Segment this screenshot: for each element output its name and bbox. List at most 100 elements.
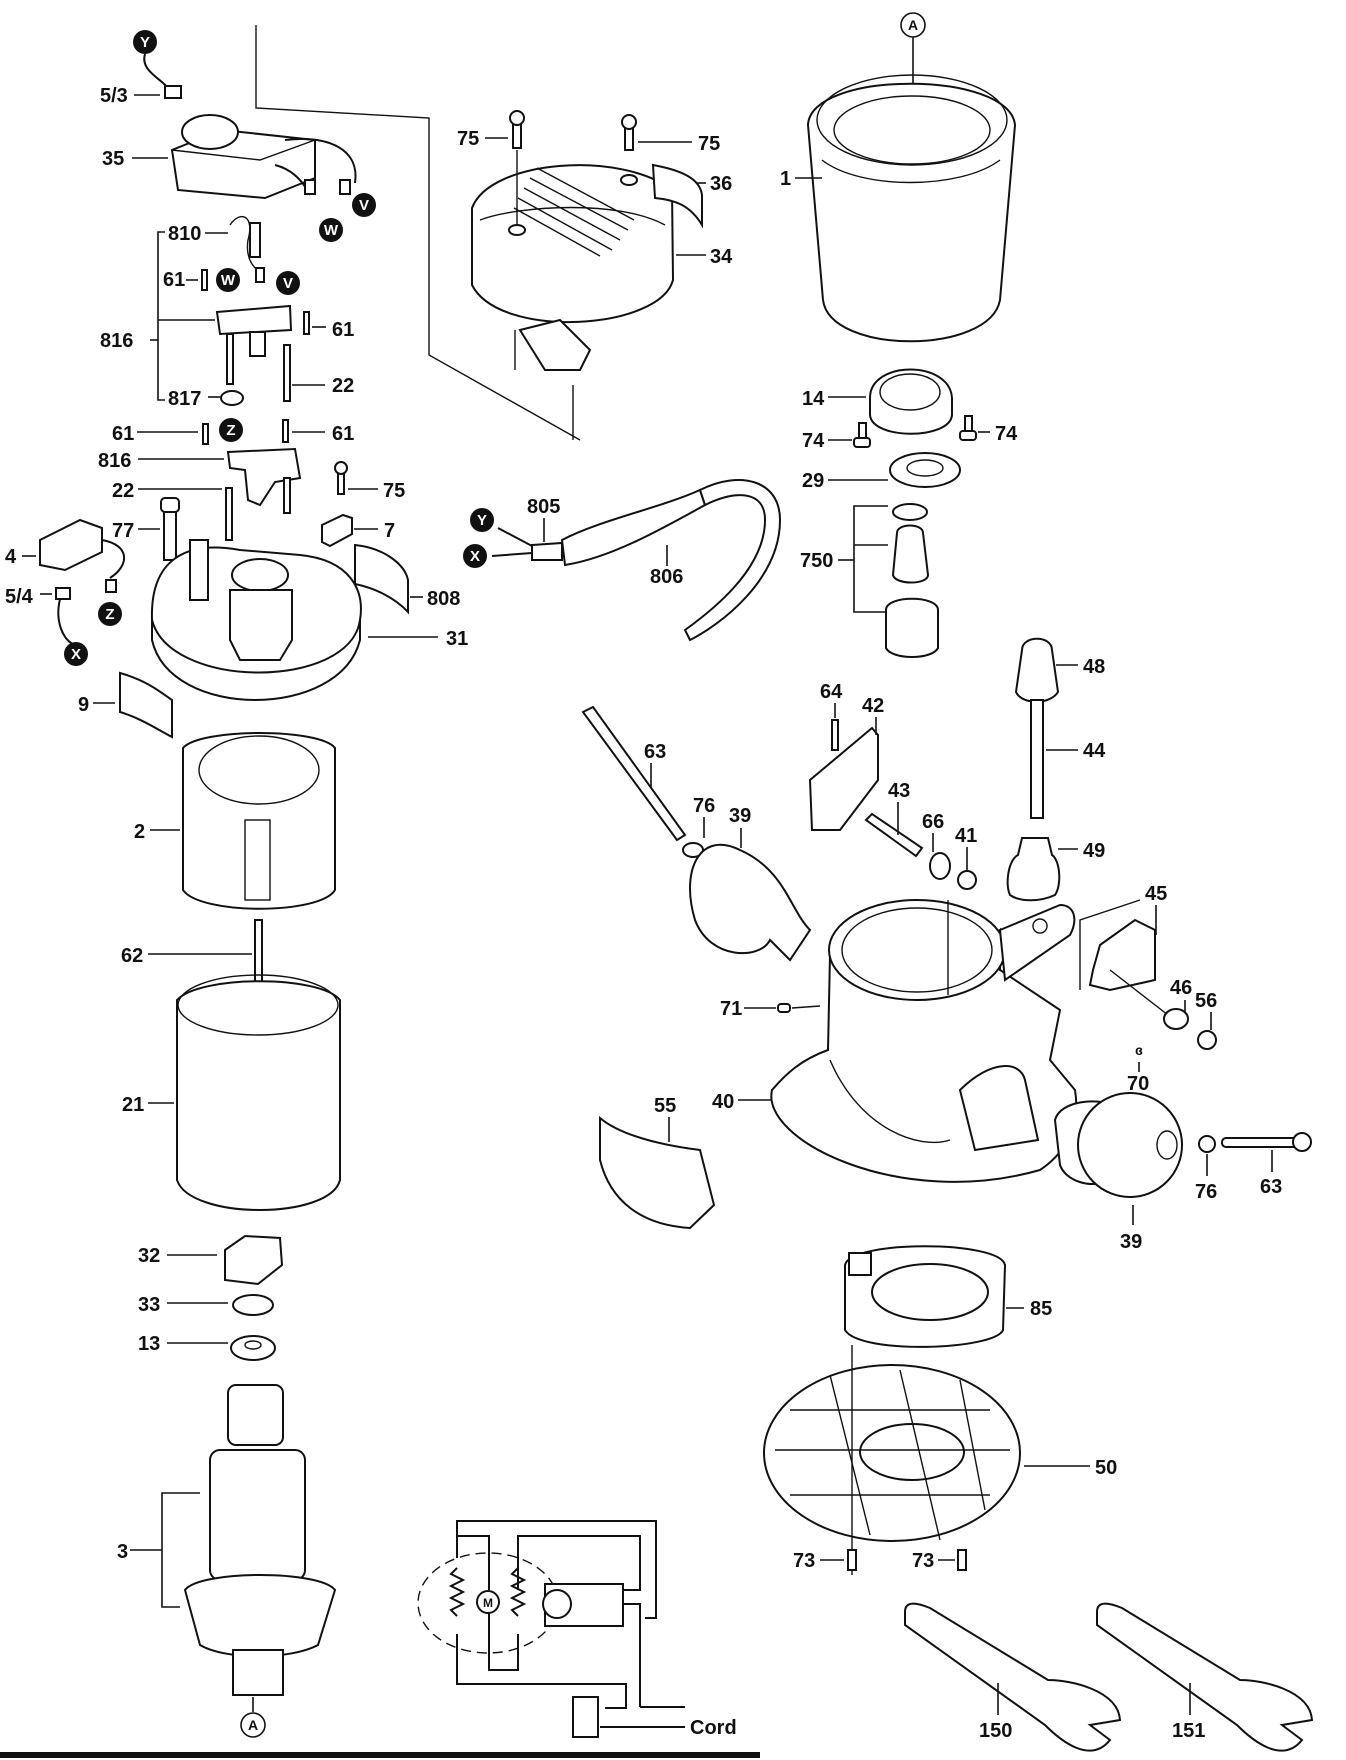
label-5-3: 5/3 — [100, 85, 128, 107]
collet-nut — [885, 597, 939, 658]
label-75-a: 75 — [457, 128, 479, 150]
pin-71 — [777, 1003, 791, 1013]
connector-z-badge: Z — [219, 418, 243, 442]
label-71: 71 — [720, 998, 742, 1020]
label-151: 151 — [1172, 1720, 1205, 1742]
vent-grille — [513, 167, 635, 257]
label-33: 33 — [138, 1294, 160, 1316]
motor-housing-31 — [150, 539, 362, 701]
svg-text:Z: Z — [226, 422, 235, 439]
knob-48 — [1014, 637, 1060, 703]
label-46: 46 — [1170, 977, 1192, 999]
label-43: 43 — [888, 780, 910, 802]
clamp-7 — [321, 513, 353, 548]
label-76-b: 76 — [1195, 1181, 1217, 1203]
connector-x-badge: X — [64, 642, 88, 666]
reference-a-bottom: A — [240, 1712, 266, 1738]
wrench-150 — [904, 1602, 1122, 1752]
o-ring-33 — [232, 1294, 274, 1316]
label-64: 64 — [820, 681, 843, 703]
label-74-b: 74 — [995, 423, 1018, 445]
svg-text:W: W — [221, 272, 236, 289]
depth-ring-85 — [844, 1245, 1007, 1348]
label-61-a: 61 — [163, 269, 185, 291]
screw-61-a — [201, 269, 208, 291]
label-31: 31 — [446, 628, 468, 650]
wiring-schematic: M — [417, 1520, 685, 1738]
terminal-5-3 — [164, 85, 182, 99]
chip-shield-55 — [599, 1115, 716, 1230]
label-1: 1 — [780, 168, 791, 190]
label-75-c: 75 — [383, 480, 405, 502]
svg-text:Y: Y — [477, 512, 487, 529]
label-22-b: 22 — [112, 480, 134, 502]
label-2: 2 — [134, 821, 145, 843]
glyph-70: ɞ — [1135, 1042, 1143, 1058]
label-63-a: 63 — [644, 741, 666, 763]
bottom-border — [0, 1752, 760, 1758]
label-75-b: 75 — [698, 133, 720, 155]
field-stator-2 — [182, 732, 336, 910]
motor-symbol: M — [483, 1596, 493, 1610]
connector-z-badge-2: Z — [98, 602, 122, 626]
label-808: 808 — [427, 588, 460, 610]
label-5-4: 5/4 — [5, 586, 34, 608]
svg-text:A: A — [248, 1717, 258, 1733]
pin-22-a — [283, 344, 291, 402]
label-62: 62 — [121, 945, 143, 967]
label-150: 150 — [979, 1720, 1012, 1742]
label-750: 750 — [800, 550, 833, 572]
label-14: 14 — [802, 388, 825, 410]
label-70: 70 — [1127, 1073, 1149, 1095]
label-77: 77 — [112, 520, 134, 542]
label-35: 35 — [102, 148, 124, 170]
cord-guard-806 — [560, 488, 707, 567]
bearing-cap-32 — [224, 1234, 284, 1286]
label-13: 13 — [138, 1333, 160, 1355]
label-73-b: 73 — [912, 1550, 934, 1572]
handle-39-right — [1053, 1092, 1183, 1198]
cap-56 — [1197, 1030, 1217, 1050]
bracket-45 — [1088, 918, 1156, 992]
label-56: 56 — [1195, 990, 1217, 1012]
brush-holder-816-top — [215, 304, 293, 385]
label-36: 36 — [710, 173, 732, 195]
washer-66 — [929, 852, 951, 880]
label-66: 66 — [922, 811, 944, 833]
washer-76-b — [1198, 1135, 1216, 1153]
label-39-b: 39 — [1120, 1231, 1142, 1253]
threaded-rod-44 — [1030, 699, 1044, 819]
nut-29 — [889, 452, 961, 488]
label-76-a: 76 — [693, 795, 715, 817]
label-63-b: 63 — [1260, 1176, 1282, 1198]
bearing-14 — [869, 368, 953, 435]
connector-v-badge-2: V — [276, 271, 300, 295]
label-74-a: 74 — [802, 430, 825, 452]
label-39-a: 39 — [729, 805, 751, 827]
label-49: 49 — [1083, 840, 1105, 862]
label-4: 4 — [5, 546, 17, 568]
label-817: 817 — [168, 388, 201, 410]
shaft-43 — [864, 812, 924, 858]
wrench-151 — [1096, 1602, 1314, 1752]
screw-63-b — [1221, 1137, 1303, 1148]
cord-sleeve-805 — [531, 541, 563, 561]
clamp-lever-42 — [808, 726, 879, 831]
label-9: 9 — [78, 694, 89, 716]
label-32: 32 — [138, 1245, 160, 1267]
screw-73-b — [957, 1549, 967, 1571]
handle-39-left — [689, 843, 812, 962]
label-22-a: 22 — [332, 375, 354, 397]
brush-holder-816-bottom — [226, 447, 302, 514]
svg-text:V: V — [359, 197, 369, 214]
label-21: 21 — [122, 1094, 144, 1116]
label-50: 50 — [1095, 1457, 1117, 1479]
connector-x-badge-cord: X — [463, 544, 487, 568]
spring-46 — [1163, 1008, 1189, 1030]
label-85: 85 — [1030, 1298, 1052, 1320]
label-29: 29 — [802, 470, 824, 492]
svg-text:X: X — [71, 646, 81, 663]
motor-cap-34 — [471, 164, 675, 371]
router-body-1 — [806, 74, 1017, 343]
label-45: 45 — [1145, 883, 1167, 905]
